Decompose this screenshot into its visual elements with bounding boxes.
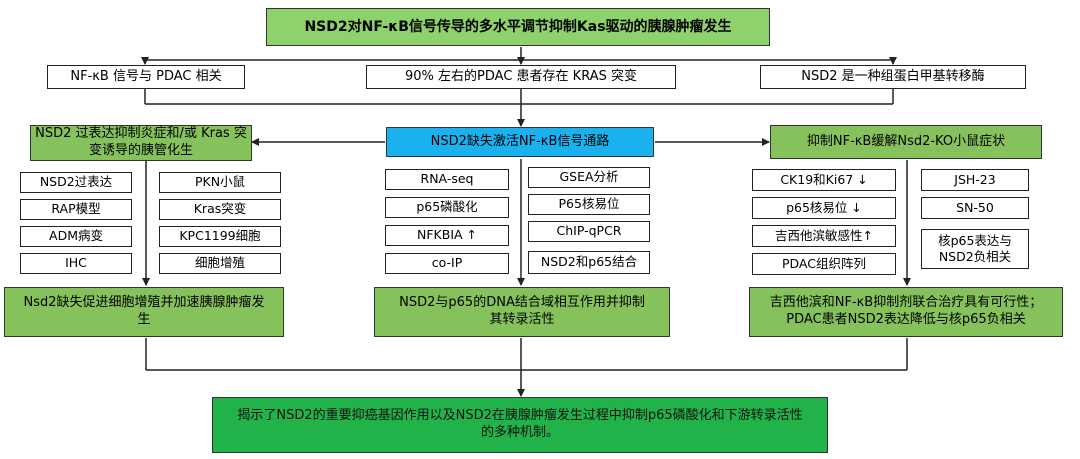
center-column-header: NSD2缺失激活NF-κB信号通路	[386, 127, 654, 157]
center-item-nfkbia-up: NFKBIA ↑	[385, 225, 509, 246]
right-conclusion: 吉西他滨和NF-κB抑制剂联合治疗具有可行性；PDAC患者NSD2表达降低与核p…	[749, 287, 1063, 337]
left-item-kpc1199-cells: KPC1199细胞	[159, 226, 281, 247]
left-item-pkn-mice: PKN小鼠	[159, 172, 281, 193]
center-item-p65-translocation: P65核易位	[528, 194, 650, 215]
premise-nfkb-pdac: NF-κB 信号与 PDAC 相关	[47, 65, 245, 89]
center-item-gsea: GSEA分析	[528, 167, 650, 188]
right-item-ck19-ki67-down: CK19和Ki67 ↓	[752, 169, 896, 191]
center-item-p65-phosphorylation: p65磷酸化	[385, 197, 509, 218]
right-item-sn-50: SN-50	[921, 197, 1029, 219]
left-item-ihc: IHC	[20, 253, 132, 274]
left-conclusion: Nsd2缺失促进细胞增殖并加速胰腺肿瘤发生	[4, 287, 284, 337]
left-column-header: NSD2 过表达抑制炎症和/或 Kras 突变诱导的胰管化生	[30, 125, 252, 161]
center-item-co-ip: co-IP	[385, 253, 509, 274]
center-item-chip-qpcr: ChIP-qPCR	[528, 221, 650, 242]
final-summary: 揭示了NSD2的重要抑癌基因作用以及NSD2在胰腺肿瘤发生过程中抑制p65磷酸化…	[212, 397, 828, 453]
right-item-nuclear-p65-nsd2-correlation: 核p65表达与NSD2负相关	[921, 229, 1029, 269]
left-item-nsd2-overexpression: NSD2过表达	[20, 172, 132, 193]
left-item-adm-lesion: ADM病变	[20, 226, 132, 247]
center-conclusion: NSD2与p65的DNA结合域相互作用并抑制其转录活性	[374, 287, 670, 337]
premise-kras-mutation: 90% 左右的PDAC 患者存在 KRAS 突变	[366, 65, 676, 89]
left-item-kras-mutation: Kras突变	[159, 199, 281, 220]
right-item-jsh-23: JSH-23	[921, 169, 1029, 191]
center-item-rna-seq: RNA-seq	[385, 169, 509, 190]
right-column-header: 抑制NF-κB缓解Nsd2-KO小鼠症状	[770, 125, 1042, 159]
left-item-cell-proliferation: 细胞增殖	[159, 253, 281, 274]
right-item-gemcitabine-sensitivity: 吉西他滨敏感性↑	[752, 225, 896, 247]
left-item-rap-model: RAP模型	[20, 199, 132, 220]
right-item-p65-translocation-down: p65核易位 ↓	[752, 197, 896, 219]
right-item-pdac-tissue-array: PDAC组织阵列	[752, 253, 896, 275]
diagram-title: NSD2对NF-κB信号传导的多水平调节抑制Kas驱动的胰腺肿瘤发生	[266, 8, 770, 46]
premise-nsd2-methyltransferase: NSD2 是一种组蛋白甲基转移酶	[760, 65, 1026, 89]
center-item-nsd2-p65-binding: NSD2和p65结合	[528, 251, 650, 274]
